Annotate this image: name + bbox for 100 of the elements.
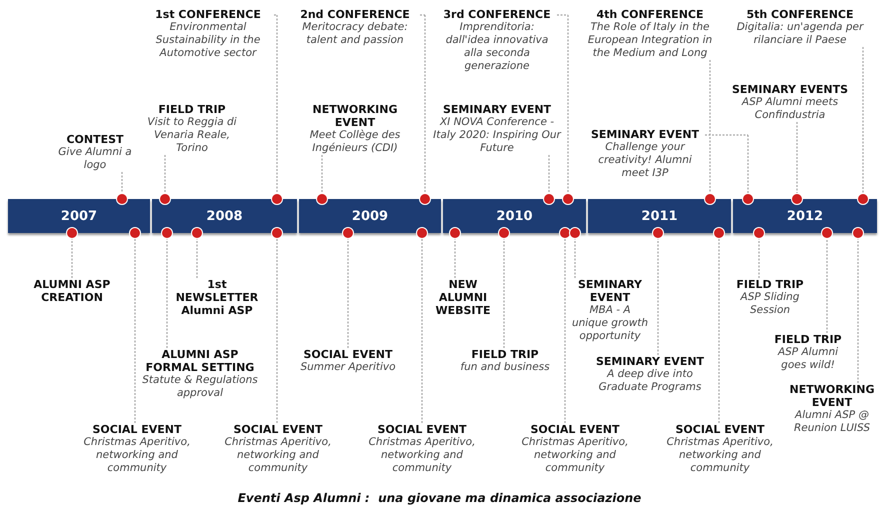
leader-line [454,238,456,278]
event-title: 3rd CONFERENCE [442,8,552,21]
event-title: SEMINARY EVENT [594,355,706,368]
timeline-dot [271,193,283,205]
event-title: NEW ALUMNI WEBSITE [434,278,492,317]
event-title: SOCIAL EVENT [529,423,621,436]
leader-line [758,238,760,278]
event-description: Statute & Regulations approval [141,374,259,400]
leader-line [134,238,136,424]
event-title: SEMINARY EVENT [442,103,552,116]
event-title: SEMINARY EVENT [590,128,700,141]
event-title: SOCIAL EVENT [376,423,468,436]
event-description: A deep dive into Graduate Programs [598,368,702,394]
year-band: 2008 [152,199,297,233]
leader-line [826,238,828,334]
timeline-dot [562,193,574,205]
timeline-dot [742,193,754,205]
event-description: The Role of Italy in the European Integration in the Medium and Long [586,21,714,60]
event-title: SOCIAL EVENT [232,423,324,436]
event-description: MBA - A unique growth opportunity [570,304,650,343]
year-band: 2012 [733,199,877,233]
event-description: Christmas Aperitivo, networking and community [666,436,774,475]
event-title: SEMINARY EVENTS [730,83,850,96]
event-description: Meet Collège des Ingénieurs (CDI) [308,129,402,155]
leader-line [548,154,550,194]
caption: Eventi Asp Alumni : una giovane ma dinamica associazione [238,491,642,505]
event-description: XI NOVA Conference - Italy 2020: Inspiring Our Future [432,116,562,155]
timeline-dot [129,227,141,239]
timeline-dot [271,227,283,239]
event-description: Christmas Aperitivo, networking and community [520,436,630,475]
event-description: Digitalia: un'agenda per rilanciare il Paese [736,21,865,47]
event-title: SEMINARY EVENT [576,278,644,304]
event-title: 5th CONFERENCE [745,8,854,21]
event-description: ASP Alumni goes wild! [776,346,840,372]
event-title: FIELD TRIP [157,103,227,116]
event-title: SOCIAL EVENT [674,423,766,436]
event-title: ALUMNI ASP CREATION [32,278,112,304]
leader-line [420,14,426,194]
timeline-dot [159,193,171,205]
leader-line [166,238,168,348]
timeline-dot [116,193,128,205]
leader-line [274,14,278,194]
leader-line [796,122,798,194]
timeline-dot [753,227,765,239]
leader-line [718,238,720,424]
event-description: Christmas Aperitivo, networking and community [82,436,192,475]
timeline-dot [342,227,354,239]
timeline-dot [498,227,510,239]
leader-line [704,134,748,194]
event-title: 2nd CONFERENCE [299,8,411,21]
timeline-dot [652,227,664,239]
event-description: Summer Aperitivo [299,361,397,374]
event-title: NETWORKING EVENT [788,383,876,409]
event-description: Christmas Aperitivo, networking and community [368,436,476,475]
event-description: fun and business [460,361,550,374]
event-description: Visit to Reggia di Venaria Reale, Torino [146,116,238,155]
event-description: Meritocracy debate: talent and passion [301,21,409,47]
event-title: 1st NEWSLETTER Alumni ASP [174,278,260,317]
leader-line [564,238,566,424]
event-title: CONTEST [65,133,125,146]
timeline-dot [821,227,833,239]
leader-line [556,14,568,194]
event-title: FIELD TRIP [773,333,843,346]
timeline-dot [569,227,581,239]
event-description: ASP Alumni meets Confindustria [740,96,840,122]
year-band: 2011 [588,199,731,233]
timeline-dot [857,193,869,205]
event-description: Imprenditoria: dall'idea innovativa alla seconda generazione [444,21,550,73]
event-description: Environmental Sustainability in the Automotive sector [154,21,262,60]
leader-line [276,238,278,424]
event-description: Christmas Aperitivo, networking and community [224,436,332,475]
event-title: SOCIAL EVENT [302,348,394,361]
event-title: 1st CONFERENCE [154,8,262,21]
timeline-dot [852,227,864,239]
event-title: NETWORKING EVENT [311,103,399,129]
event-title: 4th CONFERENCE [595,8,704,21]
timeline-dot [419,193,431,205]
leader-line [196,238,198,278]
timeline-dot [791,193,803,205]
year-band: 2010 [443,199,586,233]
timeline-dot [191,227,203,239]
leader-line [574,238,576,278]
event-title: FIELD TRIP [735,278,805,291]
timeline-dot [449,227,461,239]
event-description: ASP Sliding Session [739,291,800,317]
event-title: ALUMNI ASP FORMAL SETTING [144,348,256,374]
timeline-dot [416,227,428,239]
leader-line [862,46,864,194]
year-band: 2009 [299,199,441,233]
event-description: Give Alumni a logo [57,146,133,172]
leader-line [164,154,166,194]
timeline-dot [66,227,78,239]
year-band: 2007 [8,199,150,233]
event-title: FIELD TRIP [470,348,540,361]
timeline-dot [316,193,328,205]
event-description: Alumni ASP @ Reunion LUISS [793,409,871,435]
timeline-dot [543,193,555,205]
event-description: Challenge your creativity! Alumni meet I3P [597,141,693,180]
event-title: SOCIAL EVENT [91,423,183,436]
timeline-dot [713,227,725,239]
